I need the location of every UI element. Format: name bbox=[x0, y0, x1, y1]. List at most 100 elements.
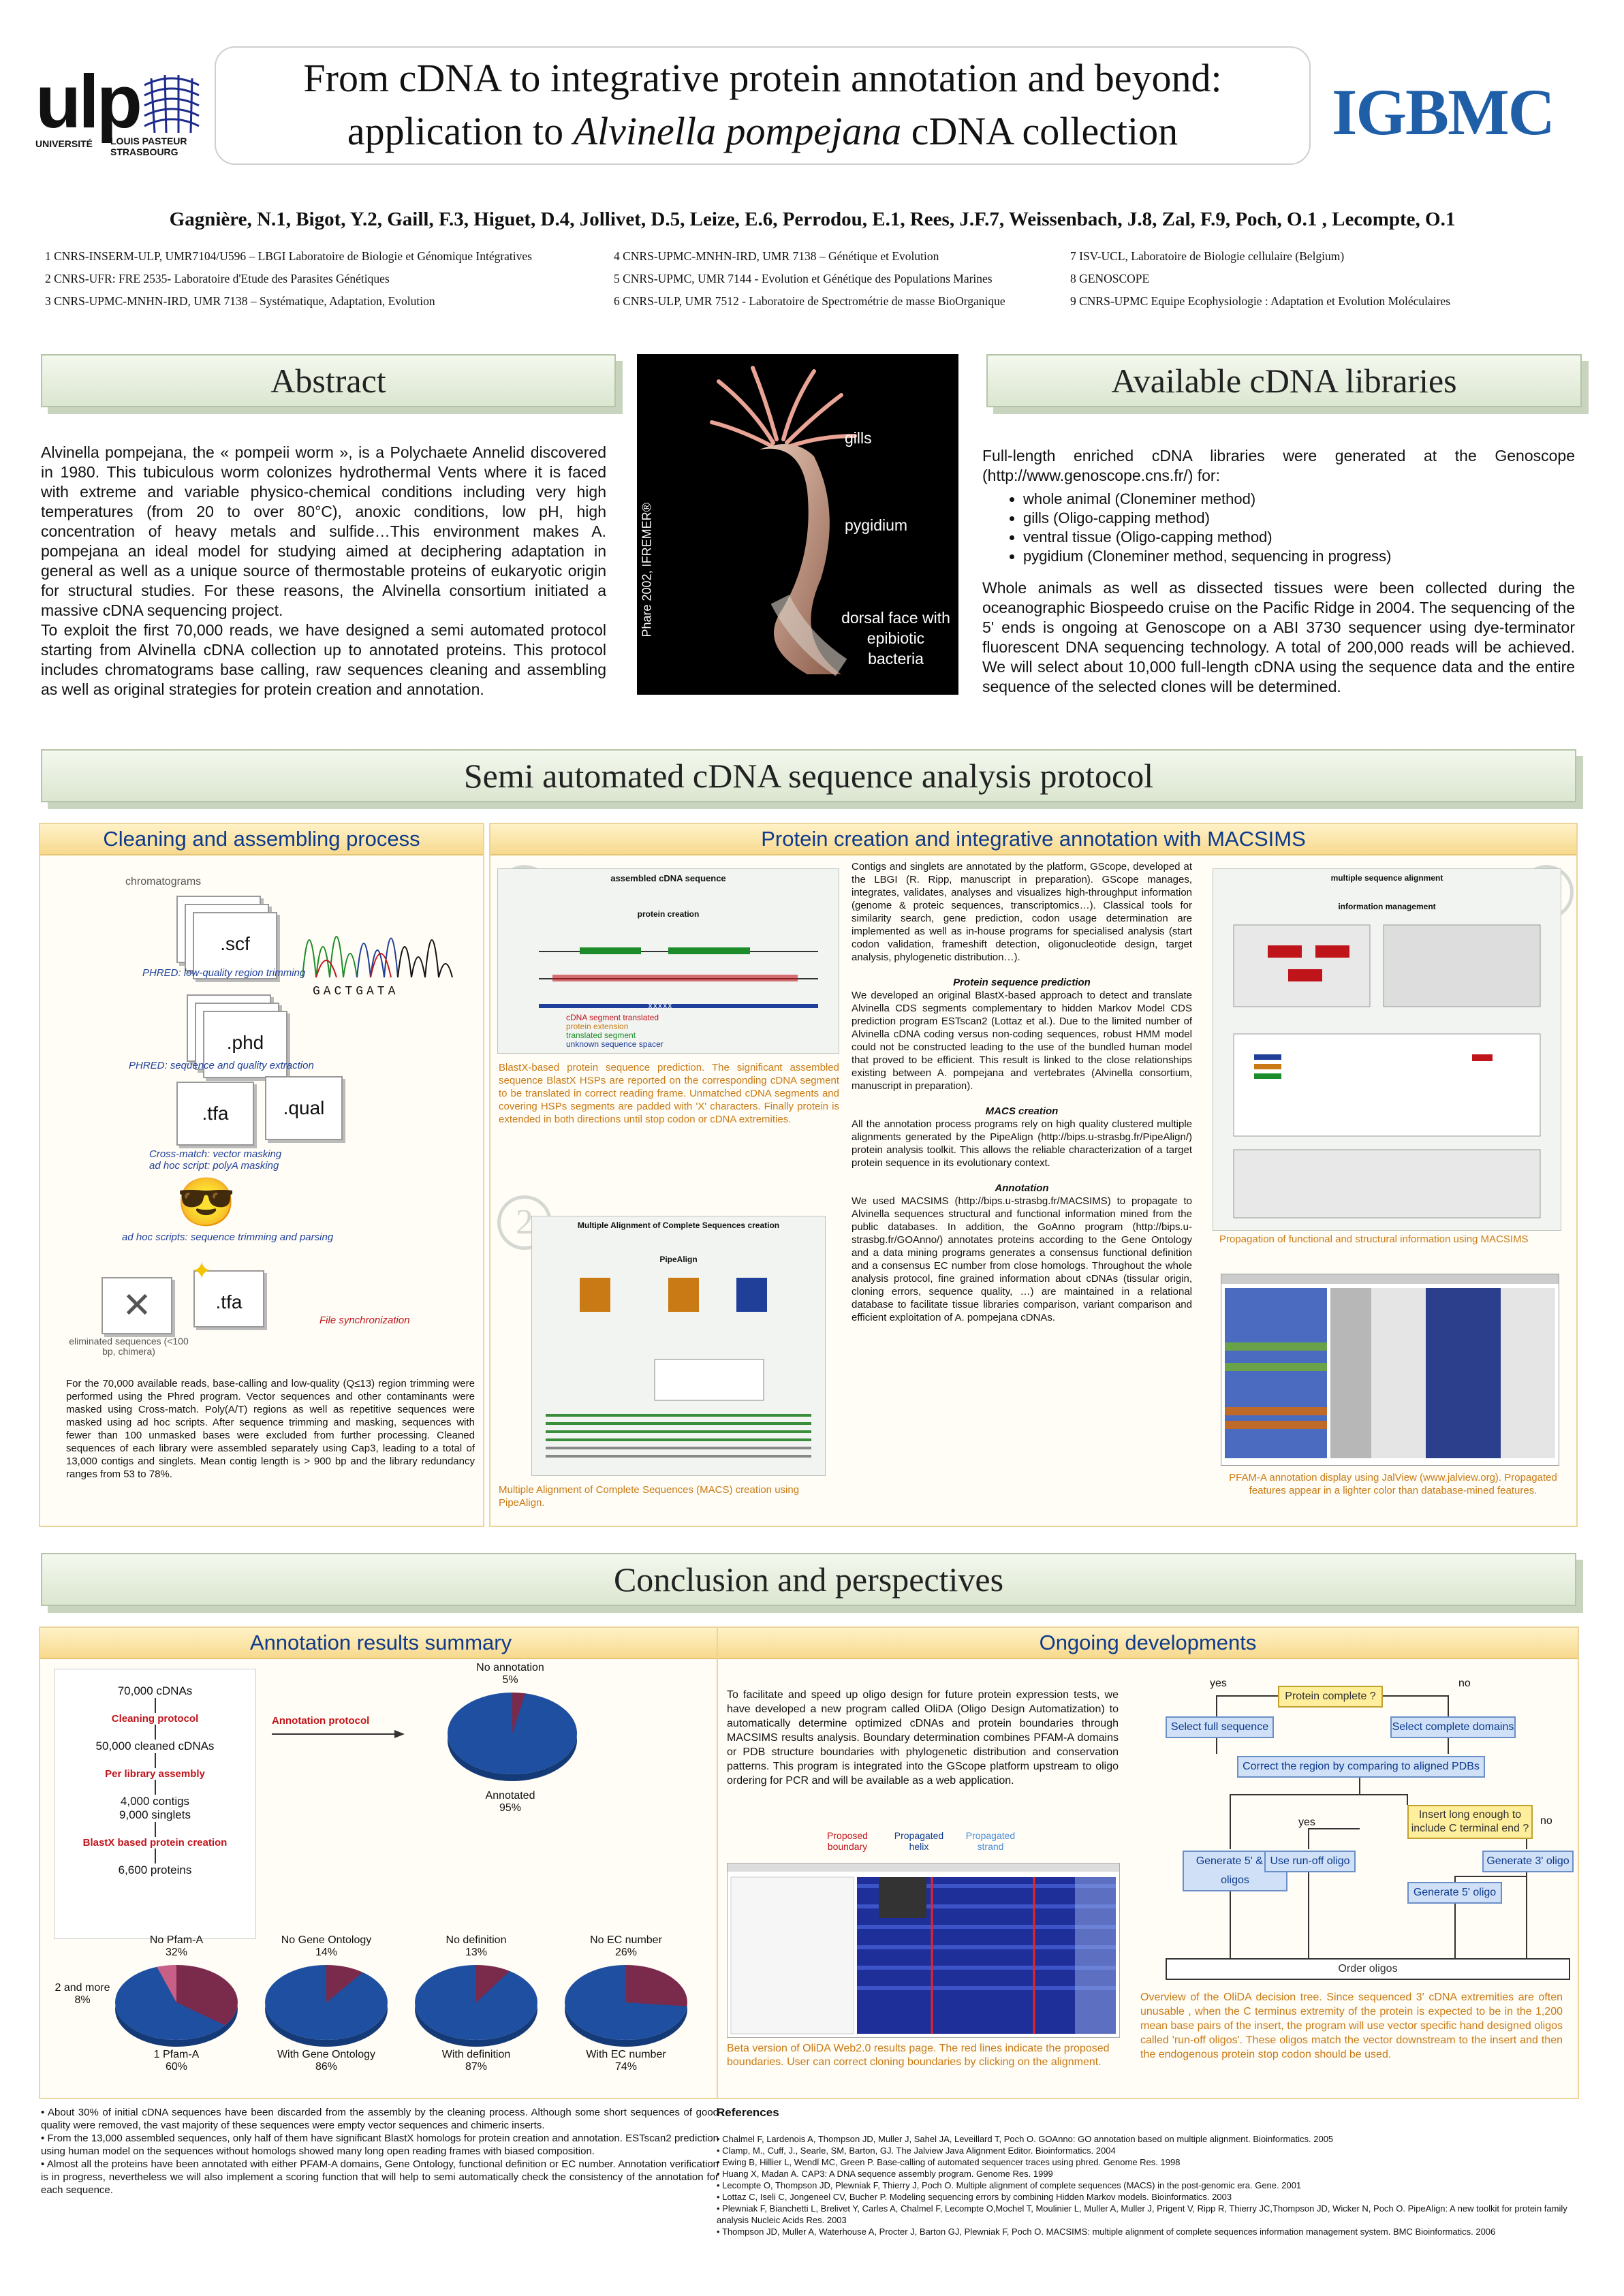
label-propagated-strand: Propagated strand bbox=[965, 1830, 1016, 1852]
ongoing-panel: Ongoing developments To facilitate and s… bbox=[717, 1626, 1579, 2099]
sequence-letters: GACTGATA bbox=[313, 985, 399, 998]
flow-blastx: BlastX based protein creation bbox=[82, 1837, 228, 1849]
title-line1: From cDNA to integrative protein annotat… bbox=[303, 56, 1222, 100]
macsims-diagram bbox=[1233, 924, 1541, 1218]
worm-photo: gills pygidium dorsal face with epibioti… bbox=[637, 354, 958, 695]
fig2-title: Multiple Alignment of Complete Sequences… bbox=[577, 1221, 780, 1230]
fig2-caption: Multiple Alignment of Complete Sequences… bbox=[499, 1484, 800, 1509]
ulp-logo-grid bbox=[144, 74, 200, 133]
pie-def-top: No definition bbox=[446, 1934, 507, 1946]
crossmatch-label: Cross-match: vector masking ad hoc scrip… bbox=[149, 1148, 282, 1171]
eliminated-file: ✕ bbox=[102, 1277, 172, 1334]
tree-no-1: no bbox=[1458, 1678, 1471, 1689]
fig1-legend: cDNA segment translated protein extensio… bbox=[566, 1013, 663, 1049]
abstract-p2: To exploit the first 70,000 reads, we ha… bbox=[41, 621, 606, 698]
jalview-alignment bbox=[1221, 1274, 1559, 1458]
flow-singlets: 9,000 singlets bbox=[119, 1808, 191, 1821]
fig3-sub: information management bbox=[1338, 902, 1436, 911]
affiliation-4: 4 CNRS-UPMC-MNHN-IRD, UMR 7138 – Génétiq… bbox=[614, 249, 939, 263]
pie-ec-top: No EC number bbox=[590, 1934, 662, 1946]
tree-caption: Overview of the OliDA decision tree. Sin… bbox=[1140, 1992, 1563, 2060]
sunglasses-icon: 😎 bbox=[176, 1176, 236, 1229]
abstract-title: Abstract bbox=[41, 354, 616, 407]
conclusion-title: Conclusion and perspectives bbox=[41, 1553, 1576, 1606]
t-macs-creation: All the annotation process programs rely… bbox=[852, 1118, 1192, 1169]
libraries-text: Full-length enriched cDNA libraries were… bbox=[982, 446, 1575, 697]
summary-bullets: • About 30% of initial cDNA sequences ha… bbox=[41, 2106, 719, 2197]
affiliation-1: 1 CNRS-INSERM-ULP, UMR7104/U596 – LBGI L… bbox=[45, 249, 532, 263]
flow-proteins: 6,600 proteins bbox=[118, 1863, 192, 1876]
photo-credit: Phare 2002, IFREMER® bbox=[640, 503, 654, 638]
olida-caption: Beta version of OliDA Web2.0 results pag… bbox=[727, 2043, 1110, 2068]
protocol-title: Semi automated cDNA sequence analysis pr… bbox=[41, 749, 1576, 802]
olida-alignment bbox=[728, 1863, 1119, 2034]
tree-runoff: Use run-off oligo bbox=[1264, 1851, 1356, 1872]
decision-tree: yes no Protein complete ? Select full se… bbox=[1135, 1665, 1574, 1980]
annot-protocol-label: Annotation protocol bbox=[272, 1715, 370, 1727]
affiliation-9: 9 CNRS-UPMC Equipe Ecophysiologie : Adap… bbox=[1070, 294, 1451, 308]
mid-intro: Contigs and singlets are annotated by th… bbox=[852, 861, 1192, 963]
svg-text:XXXXX: XXXXX bbox=[648, 1002, 672, 1011]
pie-pfam-bot: 1 Pfam-A bbox=[153, 2049, 200, 2060]
fig1-title: assembled cDNA sequence bbox=[610, 873, 726, 883]
cleaning-text: For the 70,000 available reads, base-cal… bbox=[66, 1378, 475, 1480]
igbmc-logo: IGBMC bbox=[1332, 75, 1584, 150]
pie-ec-disc bbox=[565, 1965, 687, 2040]
macsims-figure: multiple sequence alignment information … bbox=[1213, 868, 1561, 1231]
cleaning-title: Cleaning and assembling process bbox=[40, 824, 483, 855]
qual-file: .qual bbox=[265, 1076, 343, 1140]
olida-screenshot bbox=[727, 1863, 1120, 2038]
star-icon: ✦ bbox=[191, 1257, 213, 1285]
tree-select-full: Select full sequence bbox=[1166, 1716, 1274, 1738]
fig3-title: multiple sequence alignment bbox=[1330, 873, 1443, 883]
protein-creation-figure: assembled cDNA sequence protein creation… bbox=[497, 868, 839, 1054]
summary-flow: 70,000 cDNAs Cleaning protocol 50,000 cl… bbox=[54, 1669, 256, 1939]
t-annotation: We used MACSIMS (http://bips.u-strasbg.f… bbox=[852, 1195, 1192, 1323]
photo-label-gills: gills bbox=[845, 429, 872, 447]
reference-item: • Lottaz C, Iseli C, Jongeneel CV, Buche… bbox=[717, 2192, 1232, 2202]
summary-title: Annotation results summary bbox=[40, 1628, 721, 1659]
pie-def-disc bbox=[415, 1965, 537, 2040]
summary-bullet-3: • Almost all the proteins have been anno… bbox=[41, 2158, 719, 2196]
affiliation-6: 6 CNRS-ULP, UMR 7512 - Laboratoire de Sp… bbox=[614, 294, 1005, 308]
tree-protein-complete: Protein complete ? bbox=[1278, 1686, 1383, 1708]
affiliation-5: 5 CNRS-UPMC, UMR 7144 - Evolution et Gén… bbox=[614, 272, 993, 285]
igbmc-logo-text: IGBMC bbox=[1332, 76, 1555, 148]
ulp-sub1: UNIVERSITÉ bbox=[35, 138, 93, 149]
reference-item: • Chalmel F, Lardenois A, Thompson JD, M… bbox=[717, 2134, 1334, 2144]
adhoc2-label: ad hoc scripts: sequence trimming and pa… bbox=[122, 1231, 334, 1243]
reference-item: • Huang X, Madan A. CAP3: A DNA sequence… bbox=[717, 2169, 1053, 2179]
macsims-title: Protein creation and integrative annotat… bbox=[490, 824, 1576, 855]
phd-label: .phd bbox=[203, 1011, 287, 1078]
pie-def-bot: With definition bbox=[441, 2049, 511, 2060]
annot-arrow bbox=[272, 1730, 405, 1738]
cleaning-panel: Cleaning and assembling process chromato… bbox=[39, 823, 484, 1527]
reference-item: • Clamp, M., Cuff, J., Searle, SM, Barto… bbox=[717, 2145, 1116, 2156]
reference-item: • Thompson JD, Muller A, Waterhouse A, P… bbox=[717, 2227, 1496, 2237]
ulp-sub2: LOUIS PASTEUR bbox=[110, 136, 187, 146]
pie-pfam-disc bbox=[115, 1965, 238, 2040]
title-box: From cDNA to integrative protein annotat… bbox=[215, 46, 1311, 165]
h-annotation: Annotation bbox=[995, 1182, 1049, 1194]
scf-file-stack: .scf bbox=[176, 896, 285, 991]
ongoing-title: Ongoing developments bbox=[718, 1628, 1578, 1659]
h-protein-prediction: Protein sequence prediction bbox=[953, 977, 1091, 988]
label-propagated-helix: Propagated helix bbox=[894, 1830, 944, 1852]
ulp-logo: ulp UNIVERSITÉ LOUIS PASTEUR STRASBOURG bbox=[35, 65, 206, 157]
affiliation-7: 7 ISV-UCL, Laboratoire de Biologie cellu… bbox=[1070, 249, 1345, 263]
chromatogram-trace bbox=[302, 936, 453, 978]
tree-generate-3: Generate 3' oligo bbox=[1482, 1851, 1574, 1872]
authors: Gagnière, N.1, Bigot, Y.2, Gaill, F.3, H… bbox=[169, 208, 1456, 230]
pie-ec-bot: With EC number bbox=[586, 2049, 666, 2060]
library-item: pygidium (Cloneminer method, sequencing … bbox=[1023, 547, 1575, 566]
summary-panel: Annotation results summary 70,000 cDNAs … bbox=[39, 1626, 723, 2099]
pie-go-disc bbox=[265, 1965, 388, 2040]
reference-item: • Ewing B, Hillier L, Wendl MC, Green P.… bbox=[717, 2157, 1181, 2167]
library-item: ventral tissue (Oligo-capping method) bbox=[1023, 528, 1575, 547]
tree-order-oligos: Order oligos bbox=[1166, 1958, 1570, 1980]
affiliation-8: 8 GENOSCOPE bbox=[1070, 272, 1150, 285]
